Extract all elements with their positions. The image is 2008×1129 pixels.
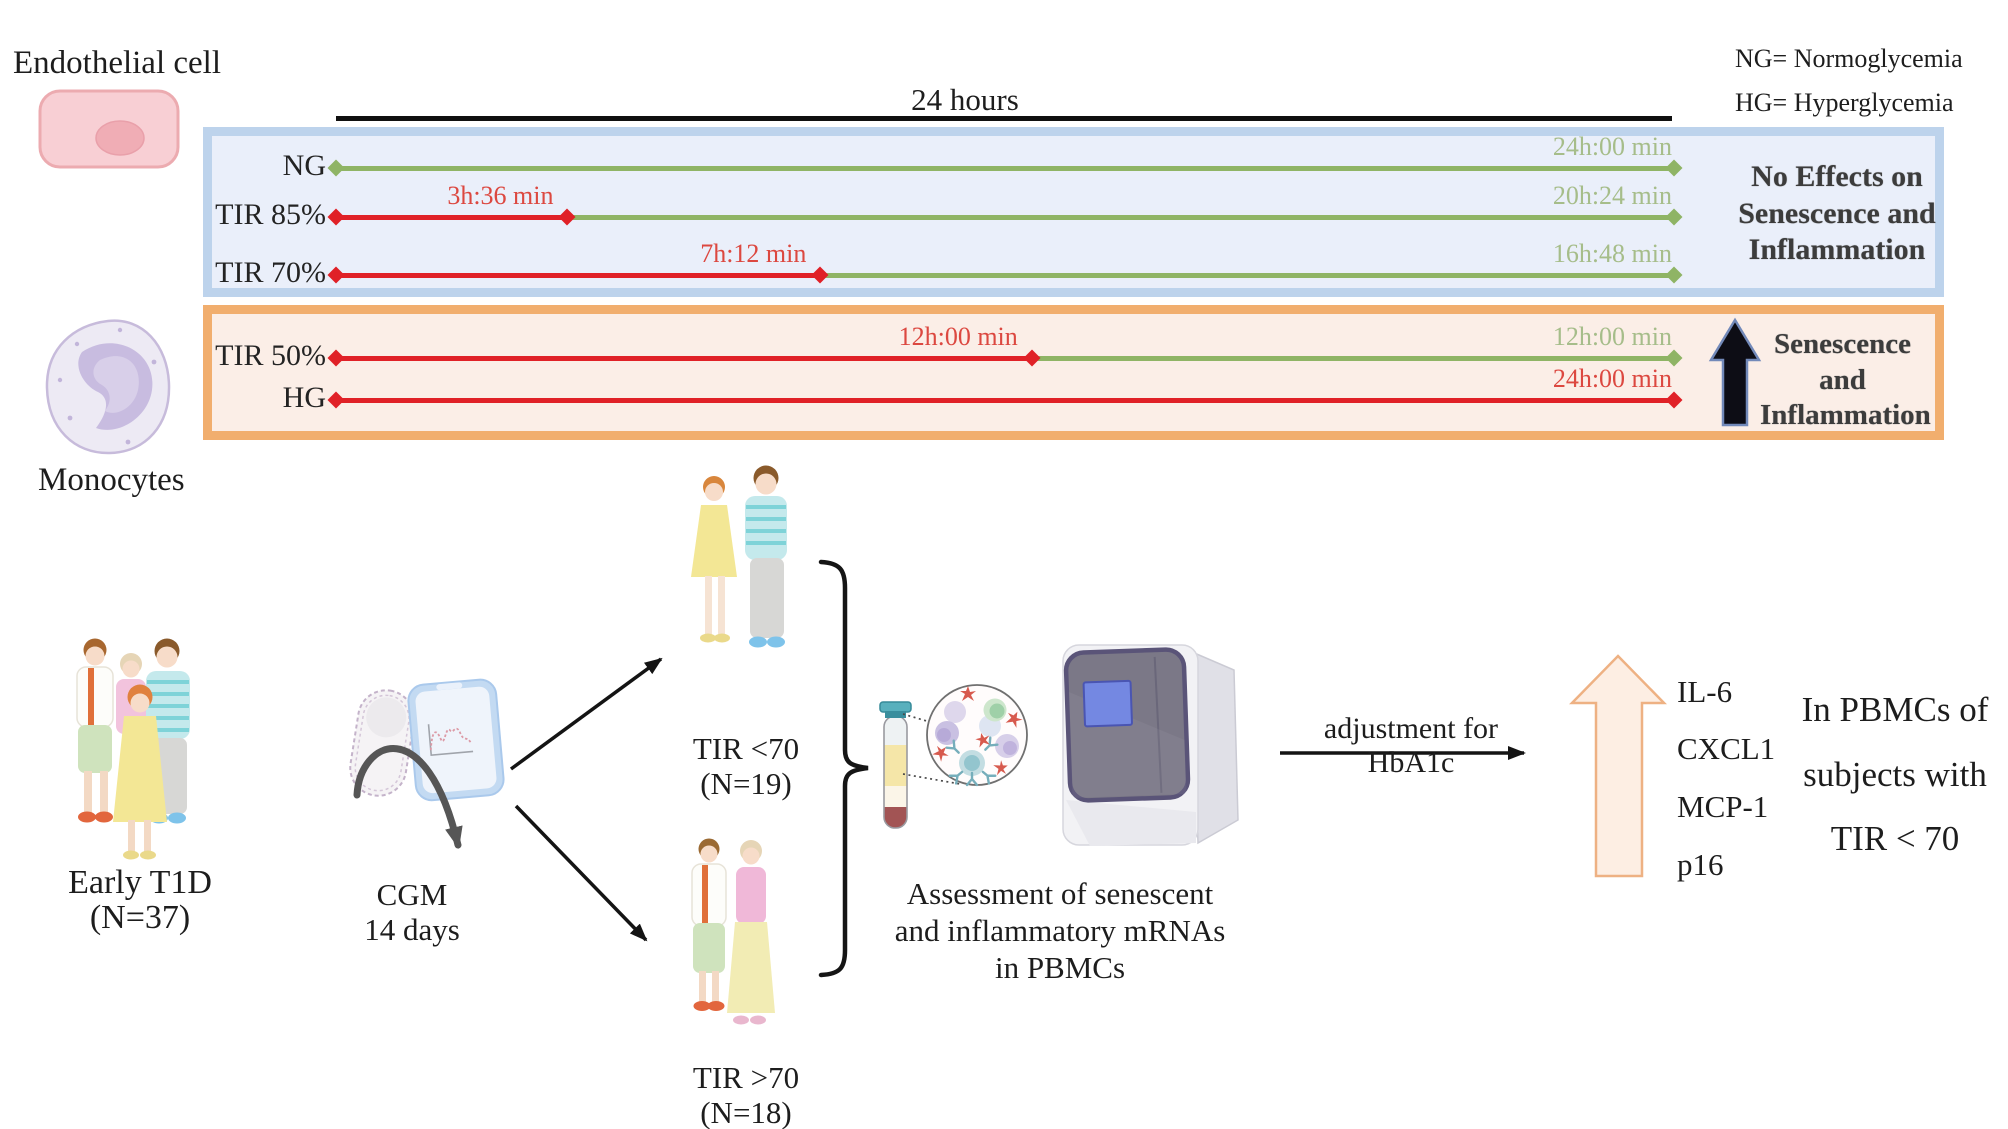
result-line2: subjects with — [1803, 755, 1987, 794]
arrow-to-tir-low — [509, 657, 663, 771]
hyper-duration-label: 3h:36 min — [447, 181, 554, 210]
tir-high-group-illustration — [691, 838, 775, 1025]
timeline-row-hg: HG 24h:00 min — [283, 364, 1683, 414]
assessment-line3: in PBMCs — [994, 950, 1126, 985]
row-label: TIR 70% — [215, 256, 326, 289]
up-arrow-peach-icon — [1569, 654, 1667, 878]
senescence-caption-line1: Senescence — [1774, 328, 1911, 360]
row-label: TIR 50% — [215, 339, 326, 372]
timeline-row-tir70: TIR 70% 7h:12 min 16h:48 min — [215, 239, 1683, 289]
senescence-caption-line2: and — [1819, 364, 1866, 396]
timeline-line — [336, 215, 1674, 220]
end-duration-label: 24h:00 min — [1552, 132, 1672, 161]
tir-high-label-line1: TIR >70 — [692, 1060, 800, 1095]
tir-low-group-illustration — [691, 465, 787, 648]
end-duration-label: 16h:48 min — [1552, 239, 1672, 268]
row-label: NG — [282, 149, 326, 182]
curved-arrow-icon — [353, 745, 463, 849]
end-duration-label: 24h:00 min — [1552, 364, 1672, 393]
senescence-panel — [203, 305, 1944, 440]
monocyte-icon — [45, 319, 171, 455]
group-brace-icon — [818, 559, 869, 978]
magnify-dashes — [902, 713, 961, 785]
assessment-line1: Assessment of senescent — [906, 876, 1214, 911]
up-arrow-black-icon — [1708, 317, 1762, 427]
row-label: HG — [282, 381, 326, 414]
endothelial-cell-icon — [38, 89, 180, 169]
cohort-label-line1: Early T1D — [68, 864, 212, 901]
result-line3: TIR < 70 — [1830, 819, 1960, 858]
hyper-duration-label: 12h:00 min — [898, 322, 1018, 351]
no-effects-caption-line2: Senescence and — [1738, 197, 1936, 230]
gene-cxcl1: CXCL1 — [1677, 731, 1776, 766]
result-line1: In PBMCs of — [1801, 690, 1989, 729]
timeline-row-tir50: TIR 50% 12h:00 min 12h:00 min — [215, 322, 1683, 372]
legend-ng: NG= Normoglycemia — [1735, 44, 1963, 73]
gene-mcp1: MCP-1 — [1677, 789, 1769, 824]
row-label: TIR 85% — [215, 198, 326, 231]
senescence-caption-line3: Inflammation — [1760, 399, 1931, 431]
monocytes-label: Monocytes — [38, 462, 185, 498]
timeline-line — [336, 273, 1674, 278]
cgm-label-line2: 14 days — [364, 912, 460, 947]
adjustment-label: adjustment for HbA1c — [1323, 712, 1499, 779]
end-duration-label: 20h:24 min — [1552, 181, 1672, 210]
timeline-row-ng: NG 24h:00 min — [283, 132, 1683, 182]
cgm-label-line1: CGM — [376, 877, 448, 912]
endothelial-label: Endothelial cell — [13, 45, 222, 81]
gene-p16: p16 — [1677, 847, 1724, 882]
cgm-phone-icon — [407, 678, 505, 802]
assessment-line2: and inflammatory mRNAs — [894, 913, 1226, 948]
tir-low-label-line2: (N=19) — [700, 766, 792, 801]
timeline-row-tir85: TIR 85% 3h:36 min 20h:24 min — [215, 181, 1683, 231]
pcr-machine-icon — [1062, 644, 1239, 846]
hyper-duration-label: 7h:12 min — [700, 239, 807, 268]
duration-axis-line — [336, 116, 1672, 121]
legend-hg: HG= Hyperglycemia — [1735, 88, 1954, 117]
timeline-line — [336, 356, 1674, 361]
duration-label: 24 hours — [911, 82, 1019, 117]
no-effects-caption-line1: No Effects on — [1751, 160, 1923, 193]
gene-il6: IL-6 — [1677, 674, 1733, 709]
timeline-line — [336, 166, 1674, 171]
pbmc-cells-icon — [926, 684, 1028, 787]
family-illustration — [76, 638, 190, 860]
no-effects-panel — [203, 127, 1944, 297]
cohort-label-line2: (N=37) — [89, 899, 191, 936]
timeline-line — [336, 398, 1674, 403]
end-duration-label: 12h:00 min — [1552, 322, 1672, 351]
blood-tube-icon — [879, 701, 912, 829]
tir-low-label-line1: TIR <70 — [692, 731, 800, 766]
arrow-to-tir-high — [514, 804, 648, 942]
no-effects-caption-line3: Inflammation — [1748, 233, 1926, 266]
tir-high-label-line2: (N=18) — [700, 1095, 792, 1129]
